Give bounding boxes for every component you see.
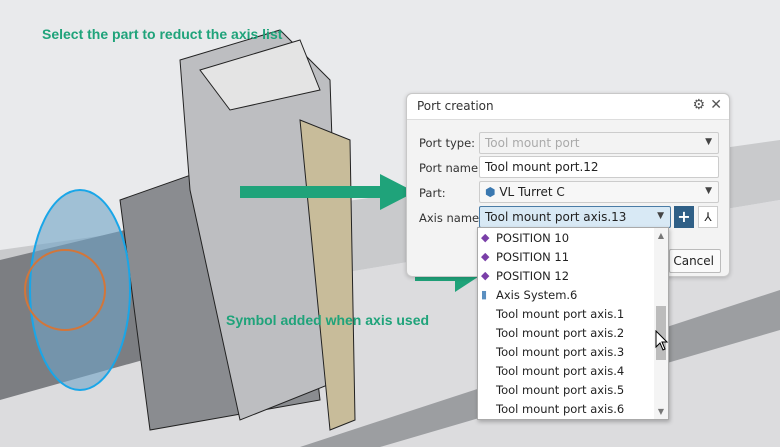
- scrollbar[interactable]: ▲ ▼: [654, 228, 668, 419]
- dropdown-item-label: POSITION 10: [496, 231, 570, 245]
- port-type-label: Port type:: [419, 136, 476, 150]
- scrollbar-thumb[interactable]: [656, 306, 666, 360]
- dropdown-item-label: Tool mount port axis.1: [496, 307, 625, 321]
- axis-system-button[interactable]: ⅄: [698, 206, 718, 228]
- dropdown-item-label: Tool mount port axis.6: [496, 402, 625, 416]
- axis-name-label: Axis name:: [419, 211, 484, 225]
- scroll-down-icon[interactable]: ▼: [657, 407, 665, 416]
- dropdown-item[interactable]: ◆ POSITION 12: [478, 266, 668, 285]
- dialog-title: Port creation: [417, 99, 494, 113]
- part-label: Part:: [419, 186, 446, 200]
- cancel-button[interactable]: Cancel: [669, 249, 721, 273]
- instruction-annotation: Select the part to reduct the axis list: [42, 26, 283, 42]
- dropdown-item[interactable]: Tool mount port axis.6: [478, 399, 668, 418]
- chevron-down-icon: ▼: [705, 137, 712, 147]
- dropdown-item[interactable]: Tool mount port axis.2: [478, 323, 668, 342]
- part-icon: ⬢: [485, 185, 496, 199]
- dropdown-item[interactable]: ▮ Axis System.6: [478, 285, 668, 304]
- arrow-to-part: [240, 174, 415, 210]
- axis-name-value: Tool mount port axis.13: [485, 210, 627, 224]
- axis-dropdown-list[interactable]: ◆ POSITION 10 ◆ POSITION 11 ◆ POSITION 12 ▮ Axi…: [477, 227, 669, 420]
- scroll-up-icon[interactable]: ▲: [657, 231, 665, 240]
- port-name-label: Port name:: [419, 161, 482, 175]
- dropdown-item-label: Tool mount port axis.4: [496, 364, 625, 378]
- dropdown-item[interactable]: Tool mount port axis.1: [478, 304, 668, 323]
- used-axis-icon: ◆: [481, 231, 490, 244]
- dropdown-item[interactable]: ◆ POSITION 11: [478, 247, 668, 266]
- dropdown-item[interactable]: Tool mount port axis.4: [478, 361, 668, 380]
- dropdown-item-label: Tool mount port axis.3: [496, 345, 625, 359]
- axis-name-select[interactable]: Tool mount port axis.13 ▼: [479, 206, 671, 228]
- port-name-input[interactable]: Tool mount port.12: [479, 156, 719, 178]
- dropdown-item[interactable]: Tool mount port axis.3: [478, 342, 668, 361]
- dropdown-item-label: POSITION 11: [496, 250, 570, 264]
- chevron-down-icon: ▼: [705, 186, 712, 196]
- dropdown-item-label: POSITION 12: [496, 269, 570, 283]
- axis-system-icon: ▮: [481, 288, 488, 301]
- chevron-down-icon: ▼: [657, 211, 664, 221]
- dropdown-item-label: Tool mount port axis.5: [496, 383, 625, 397]
- part-select[interactable]: ⬢ VL Turret C ▼: [479, 181, 719, 203]
- part-value: VL Turret C: [499, 185, 565, 199]
- dropdown-item-label: Tool mount port axis.2: [496, 326, 625, 340]
- gear-icon[interactable]: ⚙: [692, 97, 705, 113]
- dropdown-item[interactable]: ◆ POSITION 10: [478, 228, 668, 247]
- used-axis-icon: ◆: [481, 269, 490, 282]
- mouse-cursor-icon: [655, 330, 669, 351]
- dropdown-item[interactable]: Tool mount port axis.5: [478, 380, 668, 399]
- dropdown-item-label: Axis System.6: [496, 288, 578, 302]
- add-axis-button[interactable]: +: [674, 206, 694, 228]
- port-type-value: Tool mount port: [485, 136, 580, 150]
- symbol-annotation: Symbol added when axis used: [226, 312, 430, 328]
- used-axis-icon: ◆: [481, 250, 490, 263]
- port-type-select: Tool mount port ▼: [479, 132, 719, 154]
- close-icon[interactable]: ✕: [710, 97, 722, 113]
